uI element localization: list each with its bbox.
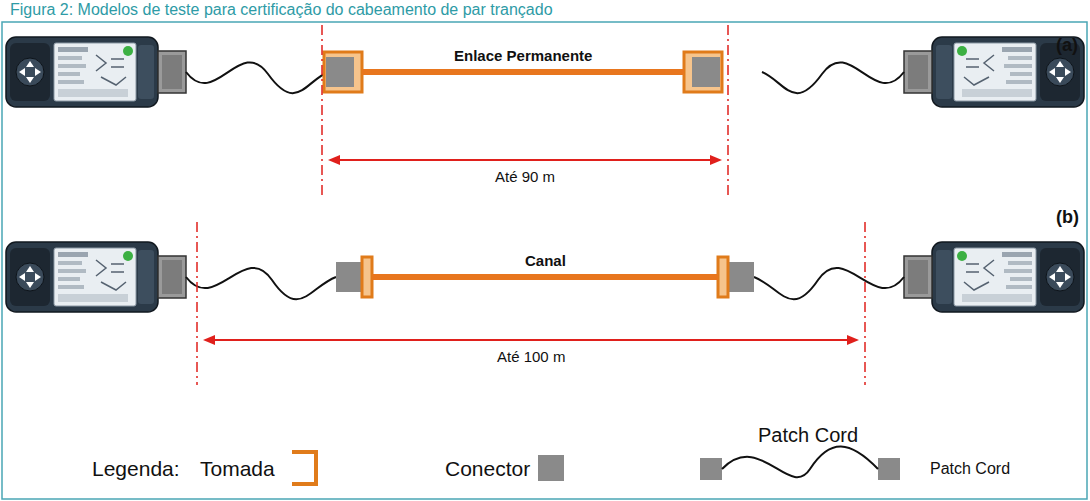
panel-letter: (a) — [1056, 35, 1078, 56]
legend-heading: Legenda: — [92, 457, 180, 481]
legend-text: Tomada — [200, 457, 275, 481]
panel-letter: (b) — [1056, 207, 1079, 228]
legend-text: Conector — [445, 457, 530, 481]
figure-title: Figura 2: Modelos de teste para certific… — [10, 1, 553, 19]
legend-text: Patch Cord — [930, 460, 1010, 478]
length-dimension: Até 90 m — [495, 168, 555, 185]
link-name: Enlace Permanente — [454, 47, 592, 64]
legend-caption: Patch Cord — [758, 424, 858, 447]
link-name: Canal — [525, 252, 566, 269]
length-dimension: Até 100 m — [497, 348, 565, 365]
legend-swatch — [538, 455, 564, 481]
